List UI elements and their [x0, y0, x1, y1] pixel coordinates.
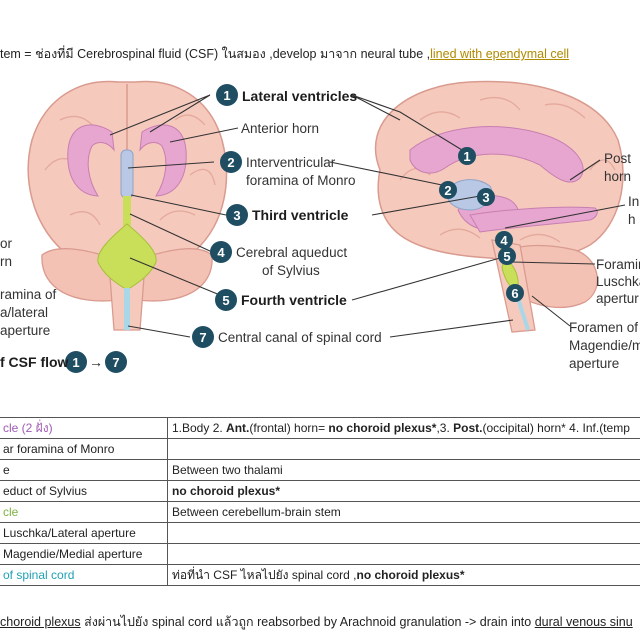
svg-text:5: 5	[503, 249, 510, 264]
badge-1: 1	[216, 84, 238, 106]
csf-pathway-table: cle (2 ฝั่ง) 1.Body 2. Ant.(frontal) hor…	[0, 417, 640, 586]
row-desc: no choroid plexus*	[167, 480, 640, 502]
label-left-lateral: a/lateral	[0, 305, 48, 320]
ventricular-system-diagram: 1 2 3 4 5 7 1 2 3 4 5 6 1 7 Lateral vent…	[0, 80, 640, 373]
row-desc: Between two thalami	[167, 459, 640, 481]
label-central-canal: Central canal of spinal cord	[218, 330, 382, 345]
row-desc	[167, 438, 640, 460]
footer-line: choroid plexus ส่งผ่านไปยัง spinal cord …	[0, 612, 633, 632]
table-row: Luschka/Lateral aperture	[0, 522, 640, 544]
right-brain-view	[374, 80, 624, 333]
row-desc	[167, 543, 640, 565]
label-left-rn: rn	[0, 254, 12, 269]
badges: 1 2 3 4 5 7 1 2 3 4 5 6 1 7	[65, 84, 524, 373]
row-name: cle (2 ฝั่ง)	[0, 417, 168, 439]
label-left-foramina: ramina of	[0, 287, 57, 302]
svg-text:3: 3	[233, 208, 240, 223]
label-right-post: Post	[604, 151, 631, 166]
svg-text:3: 3	[482, 190, 489, 205]
badge-right-6: 6	[506, 284, 524, 302]
table-row: cle Between cerebellum-brain stem	[0, 501, 640, 523]
row-name: of spinal cord	[0, 564, 168, 586]
header-prefix: tem = ช่องที่มี Cerebrospinal fluid (CSF…	[0, 47, 431, 61]
label-right-aperture: aperture	[569, 356, 619, 371]
label-third-ventricle: Third ventricle	[252, 207, 349, 223]
label-aqueduct-2: of Sylvius	[262, 263, 320, 278]
svg-text:2: 2	[444, 183, 451, 198]
label-right-horn: horn	[604, 169, 631, 184]
left-central-canal	[124, 288, 130, 330]
row-name: cle	[0, 501, 168, 523]
row-desc: 1.Body 2. Ant.(frontal) horn= no choroid…	[167, 417, 640, 439]
badge-5: 5	[215, 289, 237, 311]
svg-text:4: 4	[217, 245, 225, 260]
label-lateral-ventricles: Lateral ventricles	[242, 88, 357, 104]
row-name: ar foramina of Monro	[0, 438, 168, 460]
badge-right-5: 5	[498, 247, 516, 265]
svg-text:1: 1	[463, 149, 470, 164]
right-gyri	[399, 96, 616, 243]
label-right-magendie: Magendie/m	[569, 338, 640, 353]
left-aqueduct	[123, 196, 131, 226]
row-desc: ท่อที่นำ CSF ไหลไปยัง spinal cord ,no ch…	[167, 564, 640, 586]
svg-text:4: 4	[500, 233, 508, 248]
table-row: cle (2 ฝั่ง) 1.Body 2. Ant.(frontal) hor…	[0, 417, 640, 439]
row-name: educt of Sylvius	[0, 480, 168, 502]
badge-3: 3	[226, 204, 248, 226]
row-name: Luschka/Lateral aperture	[0, 522, 168, 544]
badge-right-1: 1	[458, 147, 476, 165]
svg-text:6: 6	[511, 286, 518, 301]
badge-7: 7	[192, 326, 214, 348]
table-row: of spinal cord ท่อที่นำ CSF ไหลไปยัง spi…	[0, 564, 640, 586]
label-right-foramen-of: Foramen of	[569, 320, 638, 335]
table-row: Magendie/Medial aperture	[0, 543, 640, 565]
label-fourth-ventricle: Fourth ventricle	[241, 292, 347, 308]
badge-right-3: 3	[477, 188, 495, 206]
leader-lines	[109, 94, 626, 338]
footer-sinus: dural venous sinu	[534, 615, 633, 629]
label-right-foramin: Foramin	[596, 257, 640, 272]
table-row: e Between two thalami	[0, 459, 640, 481]
badge-flow-7: 7	[105, 351, 127, 373]
badge-flow-1: 1	[65, 351, 87, 373]
label-right-in: In	[628, 194, 639, 209]
left-lateral-ventricle-right	[139, 124, 187, 197]
table-row: educt of Sylvius no choroid plexus*	[0, 480, 640, 502]
left-lateral-ventricle-left	[67, 124, 115, 197]
svg-text:2: 2	[227, 155, 234, 170]
right-inferior-horn	[469, 206, 598, 233]
left-third-ventricle	[120, 149, 134, 199]
left-brain-view	[27, 80, 228, 331]
label-left-aperture: aperture	[0, 323, 50, 338]
svg-text:7: 7	[199, 330, 206, 345]
label-right-h: h	[628, 212, 636, 227]
left-gyri	[44, 114, 216, 226]
label-aqueduct-1: Cerebral aqueduct	[236, 245, 347, 260]
label-csf-flow: f CSF flow	[0, 354, 69, 370]
badge-2: 2	[220, 151, 242, 173]
row-name: e	[0, 459, 168, 481]
header-highlight: lined with ependymal cell	[430, 47, 570, 61]
badge-right-2: 2	[439, 181, 457, 199]
badge-4: 4	[210, 241, 232, 263]
flow-arrow: →	[89, 354, 103, 370]
svg-text:7: 7	[112, 355, 119, 370]
footer-choroid: choroid plexus	[0, 615, 81, 629]
label-right-apertur: apertur	[596, 291, 639, 306]
badge-right-4: 4	[495, 231, 513, 249]
label-left-or: or	[0, 236, 13, 251]
header-line: tem = ช่องที่มี Cerebrospinal fluid (CSF…	[0, 44, 569, 64]
row-desc: Between cerebellum-brain stem	[167, 501, 640, 523]
label-right-luschka: Luschka	[596, 274, 640, 289]
table-row: ar foramina of Monro	[0, 438, 640, 460]
footer-middle: ส่งผ่านไปยัง spinal cord แล้วถูก reabsor…	[80, 615, 535, 629]
label-anterior-horn: Anterior horn	[241, 121, 319, 136]
svg-text:5: 5	[222, 293, 229, 308]
label-interventricular-2: foramina of Monro	[246, 173, 356, 188]
row-name: Magendie/Medial aperture	[0, 543, 168, 565]
svg-text:1: 1	[72, 355, 79, 370]
svg-text:1: 1	[223, 88, 230, 103]
label-interventricular-1: Interventricular	[246, 155, 336, 170]
row-desc	[167, 522, 640, 544]
